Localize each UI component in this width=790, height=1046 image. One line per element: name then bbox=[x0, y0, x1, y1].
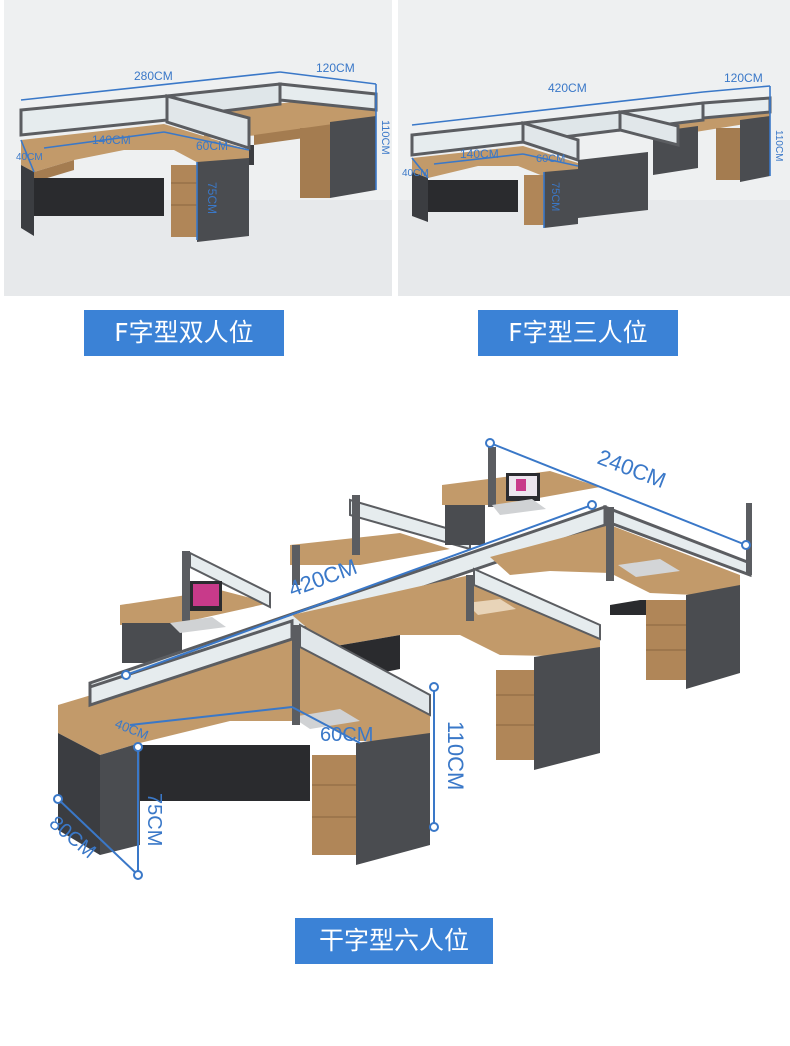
dim-depth-side: 120CM bbox=[316, 61, 355, 75]
desk-front-mid bbox=[292, 567, 601, 770]
dim-panel: 40CM bbox=[16, 152, 43, 163]
dim-main-desk: 140CM bbox=[92, 133, 131, 147]
dim-desk-height: 75CM bbox=[549, 182, 561, 211]
desk-front-right bbox=[490, 507, 740, 689]
dim-main-desk: 140CM bbox=[460, 147, 499, 161]
caption-f-three-person: F字型三人位 bbox=[478, 310, 678, 356]
desk-rear-left bbox=[120, 551, 271, 663]
dim-height: 110CM bbox=[443, 721, 468, 790]
dimension-endpoints bbox=[53, 438, 751, 880]
product-photo-six-person: 240CM 420CM 60CM 40CM 110CM 75CM 80CM bbox=[30, 425, 770, 915]
dim-return: 60CM bbox=[196, 139, 228, 153]
dim-depth-side: 120CM bbox=[724, 71, 763, 85]
desk-rear-right bbox=[442, 447, 600, 545]
dim-depth-total: 240CM bbox=[594, 444, 669, 493]
desk-front bbox=[412, 146, 648, 228]
dimension-lines bbox=[411, 85, 771, 228]
product-photo-f-three-person: 420CM 120CM 110CM 140CM 60CM 40CM 75CM bbox=[398, 0, 790, 296]
dim-panel: 40CM bbox=[402, 168, 429, 179]
dim-height: 110CM bbox=[773, 130, 784, 162]
desk-front bbox=[21, 124, 249, 242]
caption-f-two-person: F字型双人位 bbox=[84, 310, 284, 356]
dim-desk-height: 75CM bbox=[205, 182, 219, 214]
desk-front-left bbox=[58, 618, 431, 865]
dimension-lines bbox=[20, 71, 377, 240]
dim-total-length: 280CM bbox=[134, 69, 173, 83]
screen-divider bbox=[410, 96, 772, 163]
screen-divider bbox=[19, 82, 378, 151]
product-photo-f-two-person: 280CM 120CM 110CM 140CM 60CM 40CM 75CM bbox=[4, 0, 392, 296]
dim-desk-height: 75CM bbox=[143, 793, 165, 846]
dim-height: 110CM bbox=[379, 120, 391, 155]
dim-return: 60CM bbox=[536, 153, 565, 165]
dimension-lines bbox=[57, 442, 747, 876]
dim-total-length: 420CM bbox=[548, 81, 587, 95]
dim-return: 60CM bbox=[320, 724, 373, 746]
desk-rear-mid bbox=[290, 495, 471, 585]
caption-six-person: 干字型六人位 bbox=[295, 918, 493, 964]
